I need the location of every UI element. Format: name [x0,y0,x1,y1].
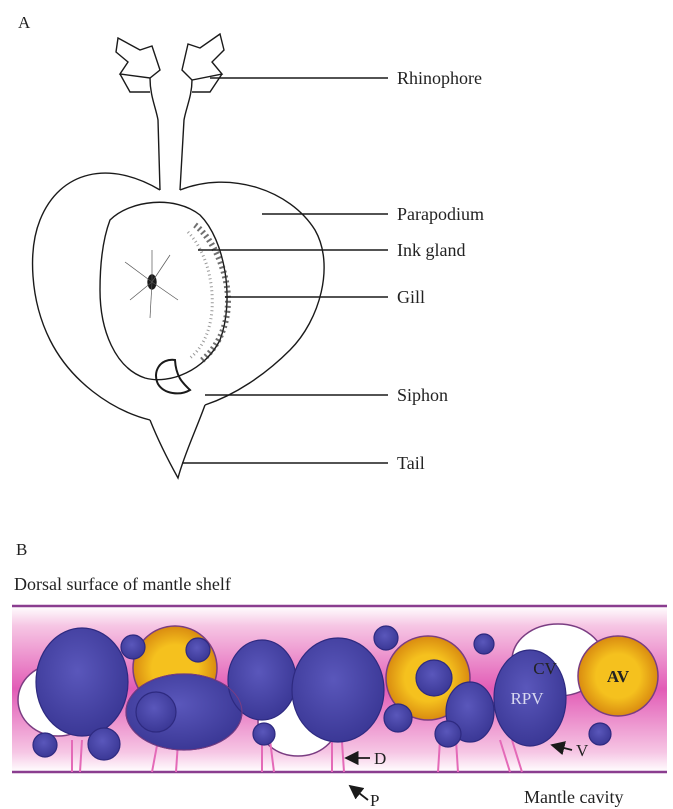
siphon-shape [156,360,190,394]
small-blue-cell [589,723,611,745]
small-blue-cell [88,728,120,760]
panel-b-letter: B [16,540,27,559]
head-outline [150,78,192,190]
blue-cell [228,640,296,720]
aplysia-body-drawing [33,34,325,478]
label-parapodium: Parapodium [397,204,484,224]
small-blue-cell [374,626,398,650]
blue-cell-nucleus [136,692,176,732]
rhinophore-right [182,34,224,80]
label-cv: CV [533,659,557,678]
mantle-cavity-label: Mantle cavity [524,787,623,807]
label-d: D [374,749,386,768]
label-v: V [576,741,589,760]
small-blue-cell [435,721,461,747]
panel-a-leader-lines [182,78,388,463]
small-blue-cell [121,635,145,659]
label-ink-gland: Ink gland [397,240,465,260]
blue-cell [36,628,128,736]
small-blue-cell [384,704,412,732]
blue-cell [416,660,452,696]
label-rpv: RPV [510,689,544,708]
label-siphon: Siphon [397,385,448,405]
small-blue-cell [474,634,494,654]
mantle-shelf-tissue [12,606,667,772]
panel-a-letter: A [18,13,31,32]
tail-outline [150,405,205,478]
blue-cell [292,638,384,742]
label-p: P [370,791,379,809]
rhinophore-left [116,38,160,78]
label-rhinophore: Rhinophore [397,68,482,88]
ink-gland-band [195,225,228,362]
label-tail: Tail [397,453,425,473]
arrow-p [350,786,368,800]
small-blue-cell [186,638,210,662]
label-av: AV [607,667,630,686]
label-gill: Gill [397,287,425,307]
small-blue-cell [33,733,57,757]
parapodium-inner [100,202,227,379]
dorsal-surface-label: Dorsal surface of mantle shelf [14,574,231,594]
small-blue-cell [253,723,275,745]
